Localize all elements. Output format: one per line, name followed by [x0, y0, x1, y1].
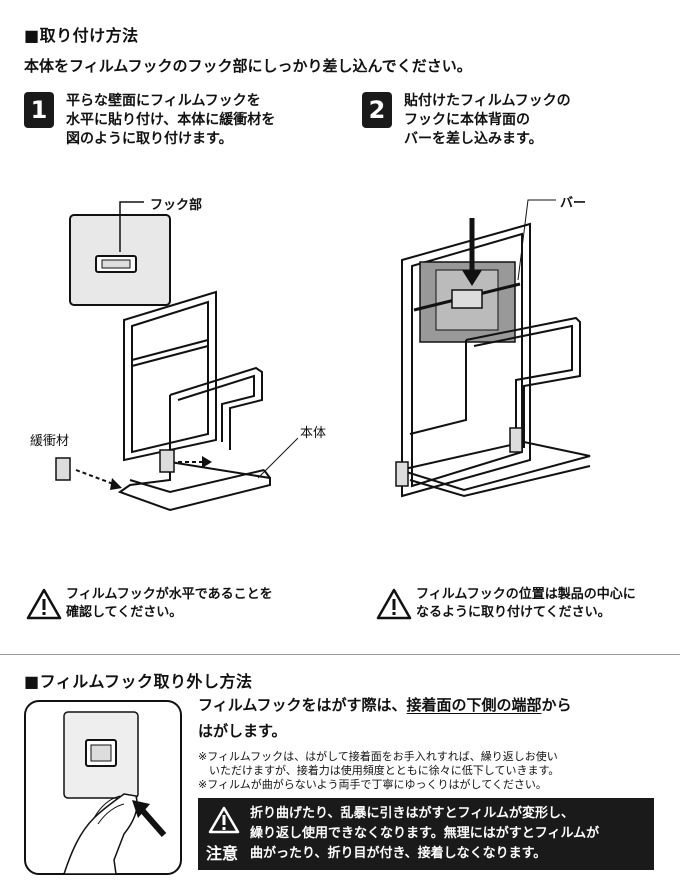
remove-lead-before: フィルムフックをはがす際は、: [198, 696, 407, 714]
caution-box: 注意 折り曲げたり、乱暴に引きはがすとフィルムが変形し、 繰り返し使用できなくな…: [198, 798, 654, 870]
stand-front-frame: [396, 316, 591, 498]
remove-lead-line2: はがします。: [198, 722, 287, 740]
remove-note: ※フィルムフックは、はがして接着面をお手入れすれば、繰り返しお使い いただけます…: [198, 750, 560, 791]
step2-number: 2: [362, 92, 392, 128]
warning1-text: フィルムフックが水平であることを 確認してください。: [66, 587, 273, 620]
cushion-loose: [55, 457, 71, 481]
cushion: [509, 427, 523, 453]
cushion: [395, 461, 409, 487]
stand-body: [117, 290, 271, 512]
hook-part-label: フック部: [150, 198, 203, 213]
caution-label: 注意: [206, 844, 239, 863]
attach-heading: ■取り付け方法: [24, 26, 139, 45]
warning-icon: [376, 588, 412, 620]
step2-text: 貼付けたフィルムフックの フックに本体背面の バーを差し込みます。: [404, 93, 571, 147]
peel-arrow: [139, 808, 167, 837]
attach-subheading: 本体をフィルムフックのフック部にしっかり差し込んでください。: [24, 57, 472, 75]
remove-lead-underline: 接着面の下側の端部: [406, 696, 542, 714]
remove-lead: フィルムフックをはがす際は、接着面の下側の端部から はがします。: [198, 692, 572, 744]
body-label: 本体: [300, 426, 327, 441]
stand-on-hook-illustration: [395, 199, 591, 498]
cushion-on-stand: [159, 449, 175, 473]
cushion-label: 緩衝材: [30, 434, 70, 449]
remove-heading: ■フィルムフック取り外し方法: [24, 672, 253, 691]
section-divider: [0, 654, 680, 655]
warning2-text: フィルムフックの位置は製品の中心に なるように取り付けてください。: [416, 587, 636, 620]
hand: [62, 793, 138, 875]
film-hook-plate: [69, 201, 171, 306]
stand-with-cushion-illustration: [55, 201, 299, 512]
step1-number: 1: [24, 92, 54, 128]
step1-text: 平らな壁面にフィルムフックを 水平に貼り付け、本体に緩衝材を 図のように取り付け…: [66, 93, 276, 147]
remove-lead-after: から: [541, 696, 572, 714]
warning-icon: [26, 588, 62, 620]
caution-text: 折り曲げたり、乱暴に引きはがすとフィルムが変形し、 繰り返し使用できなくなります…: [250, 806, 600, 861]
bar-label: バー: [560, 196, 587, 211]
peeling-illustration: [24, 700, 182, 875]
warning-icon: [208, 806, 240, 834]
